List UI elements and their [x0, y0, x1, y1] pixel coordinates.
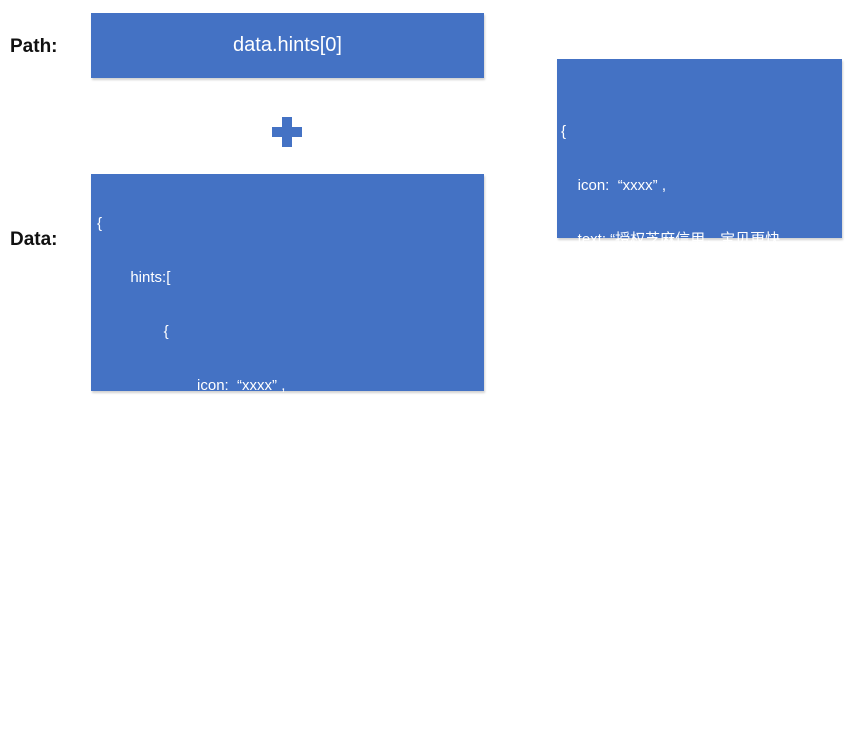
path-label: Path: [10, 36, 58, 57]
code-line: } [97, 701, 103, 718]
code-line: icon: “xxxx” , [97, 377, 286, 394]
path-text: data.hints[0] [233, 34, 342, 56]
result-code: { icon: “xxxx” , text: “授权芝麻信用，宝贝更快 卖出” … [561, 87, 838, 447]
code-line: text: “授权芝麻信用，宝贝更快 [561, 231, 781, 248]
code-line: hints:[ [97, 269, 171, 286]
code-line: } [561, 393, 567, 410]
code-line: { [561, 123, 567, 140]
code-line: href: “yyyy” [97, 539, 276, 556]
code-line: ] [97, 647, 135, 664]
code-line: 卖出” , [561, 285, 605, 302]
code-line: } [97, 593, 169, 610]
result-box: { icon: “xxxx” , text: “授权芝麻信用，宝贝更快 卖出” … [557, 59, 842, 410]
code-line: { [97, 215, 103, 232]
code-line: { [97, 323, 169, 340]
data-box: { hints:[ { icon: “xxxx” , text: “授权芝麻信用… [91, 174, 484, 718]
code-line: text: “授权芝麻信用，宝贝更快卖 [97, 431, 415, 448]
code-line: icon: “xxxx” , [561, 177, 667, 194]
code-line: 出” , [97, 485, 126, 502]
path-box: data.hints[0] [91, 13, 484, 78]
code-line: href: “yyyy” [561, 339, 657, 356]
data-code: { hints:[ { icon: “xxxx” , text: “授权芝麻信用… [97, 179, 478, 755]
data-label: Data: [10, 229, 58, 250]
plus-icon [272, 117, 302, 147]
